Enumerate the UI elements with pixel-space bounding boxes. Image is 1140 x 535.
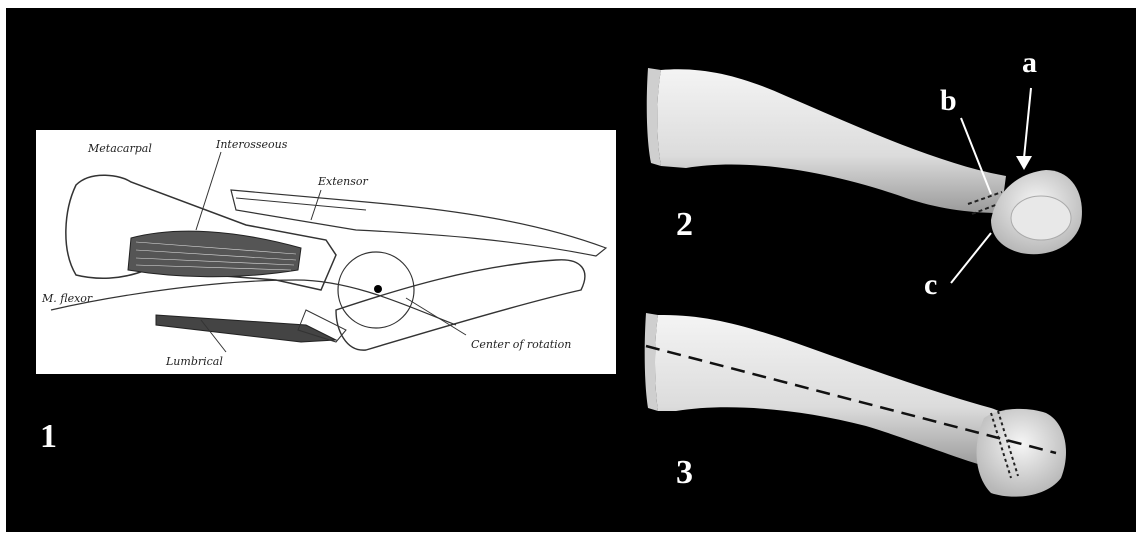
- figure-number-1: 1: [40, 420, 57, 454]
- bone-panel-3: [645, 313, 1066, 497]
- label-b: b: [940, 86, 957, 116]
- figure-frame: Metacarpal Interosseous Extensor M. flex…: [6, 8, 1136, 532]
- label-a: a: [1022, 48, 1037, 78]
- bone-renderings: [6, 8, 1136, 532]
- label-c: c: [924, 270, 937, 300]
- figure-number-3: 3: [676, 456, 693, 490]
- bone-panel-2: [647, 68, 1082, 283]
- figure-number-2: 2: [676, 208, 693, 242]
